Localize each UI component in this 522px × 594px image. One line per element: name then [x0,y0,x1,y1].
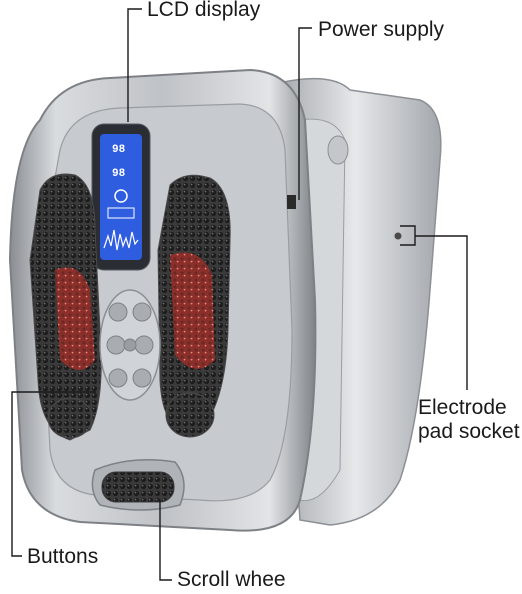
button-1 [108,302,128,322]
power-supply-label: Power supply [318,18,445,41]
electrode-label-line1: Electrode [418,396,507,419]
button-6 [108,368,128,388]
scroll-wheel-roller [101,471,175,503]
lcd-value-mid: 98 [112,168,126,180]
buttons-label: Buttons [27,545,99,568]
lcd-value-top: 98 [112,144,126,156]
button-3 [106,335,126,355]
button-7 [132,368,152,388]
button-2 [132,302,152,322]
button-5 [123,338,137,352]
scroll-callout-line [159,500,172,581]
power-callout-line [298,27,312,200]
electrode-label-line2: pad socket [418,420,520,443]
lcd-display-label: LCD display [147,0,261,21]
lcd-mode-icon [114,189,128,203]
buttons-callout-line [11,391,96,557]
electrode-socket [394,232,402,240]
socket-callout-line [415,235,468,390]
lcd-screen [100,134,142,260]
lcd-waveform [103,229,139,251]
button-4 [134,335,154,355]
lcd-callout-line [127,8,142,122]
electrode-pad-socket-label: Electrode pad socket [418,396,520,444]
callout-lines [11,8,468,581]
power-port [287,195,296,209]
scroll-wheel-label: Scroll whee [177,568,286,591]
